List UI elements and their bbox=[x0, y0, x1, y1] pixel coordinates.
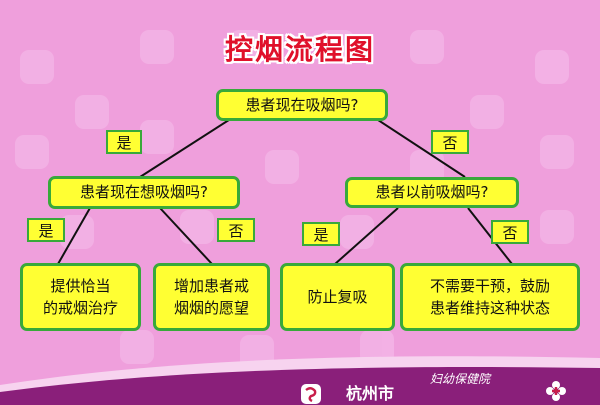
footer-hospital-name: 妇幼保健院 bbox=[430, 372, 491, 386]
footer-city: 杭州市 bbox=[346, 384, 395, 403]
label-no-left: 否 bbox=[217, 218, 255, 242]
node-root: 患者现在吸烟吗? bbox=[216, 89, 388, 121]
hospital-logo-icon bbox=[301, 384, 321, 404]
label-yes-top: 是 bbox=[106, 130, 142, 154]
node-leaf-relapse: 防止复吸 bbox=[280, 263, 395, 331]
node-right: 患者以前吸烟吗? bbox=[345, 177, 519, 208]
node-left: 患者现在想吸烟吗? bbox=[48, 176, 240, 209]
footer-band bbox=[0, 356, 600, 405]
diagram-title: 控烟流程图 bbox=[224, 33, 375, 66]
node-leaf-motivation: 增加患者戒 烟烟的愿望 bbox=[153, 263, 270, 331]
flower-logo-icon bbox=[546, 381, 566, 401]
label-yes-right: 是 bbox=[302, 222, 340, 246]
label-yes-left: 是 bbox=[27, 218, 65, 242]
label-no-top: 否 bbox=[431, 130, 469, 154]
node-leaf-no-intervention: 不需要干预，鼓励 患者维持这种状态 bbox=[400, 263, 580, 331]
node-leaf-treatment: 提供恰当 的戒烟治疗 bbox=[20, 263, 141, 331]
label-no-right: 否 bbox=[491, 220, 529, 244]
